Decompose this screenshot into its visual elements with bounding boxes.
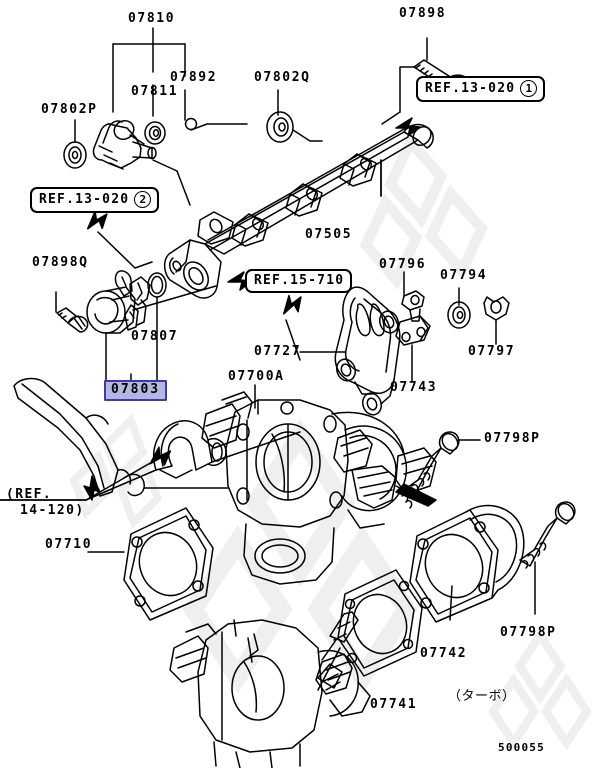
leader-15710-lower [285,319,301,361]
ref-box-15-710-text: REF.15-710 [254,273,345,288]
arrow-to-ref-15-710-lower [283,294,302,315]
part-label-07710: 07710 [45,537,93,552]
variant-note-turbo: （ターボ） [448,689,516,704]
part-07794-washer [447,287,471,329]
part-label-07898Q: 07898Q [32,255,89,270]
part-pipe-left [13,377,132,497]
part-label-07898: 07898 [399,6,447,21]
part-label-07700A: 07700A [228,369,285,384]
part-07742-gasket [409,504,525,623]
leader-ref2-line [97,231,153,269]
part-07798P-bolt-top [403,431,481,499]
part-07727-bracket [299,286,401,416]
part-label-07742: 07742 [420,646,468,661]
part-07802Q-seal [266,111,294,143]
part-07803-regulator [86,270,151,334]
part-label-07796: 07796 [379,257,427,272]
arrow-to-ref-13-020-1 [395,117,421,137]
inline-ref-14-120: (REF. 14-120) [6,487,85,520]
ref-box-13-020-2-circled-number: 2 [134,191,152,208]
part-07898Q-bolt [55,291,89,333]
arrow-to-hose [149,446,172,466]
diagram-id: 500055 [498,741,545,754]
part-07802P-washer [63,141,87,169]
ref-box-13-020-2[interactable]: REF.13-020 2 [30,187,160,213]
inline-ref-14-120-line1: (REF. [6,487,53,502]
part-label-07798P-top: 07798P [484,431,541,446]
ref-box-15-710[interactable]: REF.15-710 [245,269,353,293]
part-label-07802P: 07802P [41,102,98,117]
part-label-07741: 07741 [370,697,418,712]
part-07700A-throttle-body [201,384,437,585]
inline-ref-14-120-line2: 14-120) [20,503,85,519]
part-07798P-bolt-bottom [519,501,576,615]
leader-lines-top [74,27,428,143]
part-07710-gasket [87,507,214,621]
part-label-07797: 07797 [468,344,516,359]
part-label-07807: 07807 [131,329,179,344]
part-label-07794: 07794 [440,268,488,283]
part-07810-injector [92,119,157,170]
part-label-07505: 07505 [305,227,353,242]
part-07743-clip [395,315,431,383]
ref-box-13-020-2-text: REF.13-020 [39,192,130,207]
part-label-07803-highlighted[interactable]: 07803 [104,380,168,401]
part-label-07892: 07892 [170,70,218,85]
part-label-07798P-bottom: 07798P [500,625,557,640]
ref-box-13-020-1[interactable]: REF.13-020 1 [416,76,546,102]
leader-07807-to-rail [132,285,217,311]
part-07796-sensor [401,271,425,322]
part-label-07743: 07743 [390,380,438,395]
part-hose-left [152,420,227,479]
part-label-07802Q: 07802Q [254,70,311,85]
leader-throttle-callouts [143,431,301,489]
part-label-07811: 07811 [131,84,179,99]
part-label-07727: 07727 [254,344,302,359]
ref-box-13-020-1-text: REF.13-020 [425,81,516,96]
part-07811-oring [144,121,166,145]
ref-box-13-020-1-circled-number: 1 [520,80,538,97]
part-label-07810: 07810 [128,11,176,26]
part-turbo-throttle-body [169,611,371,768]
part-07797-nut [483,296,510,345]
